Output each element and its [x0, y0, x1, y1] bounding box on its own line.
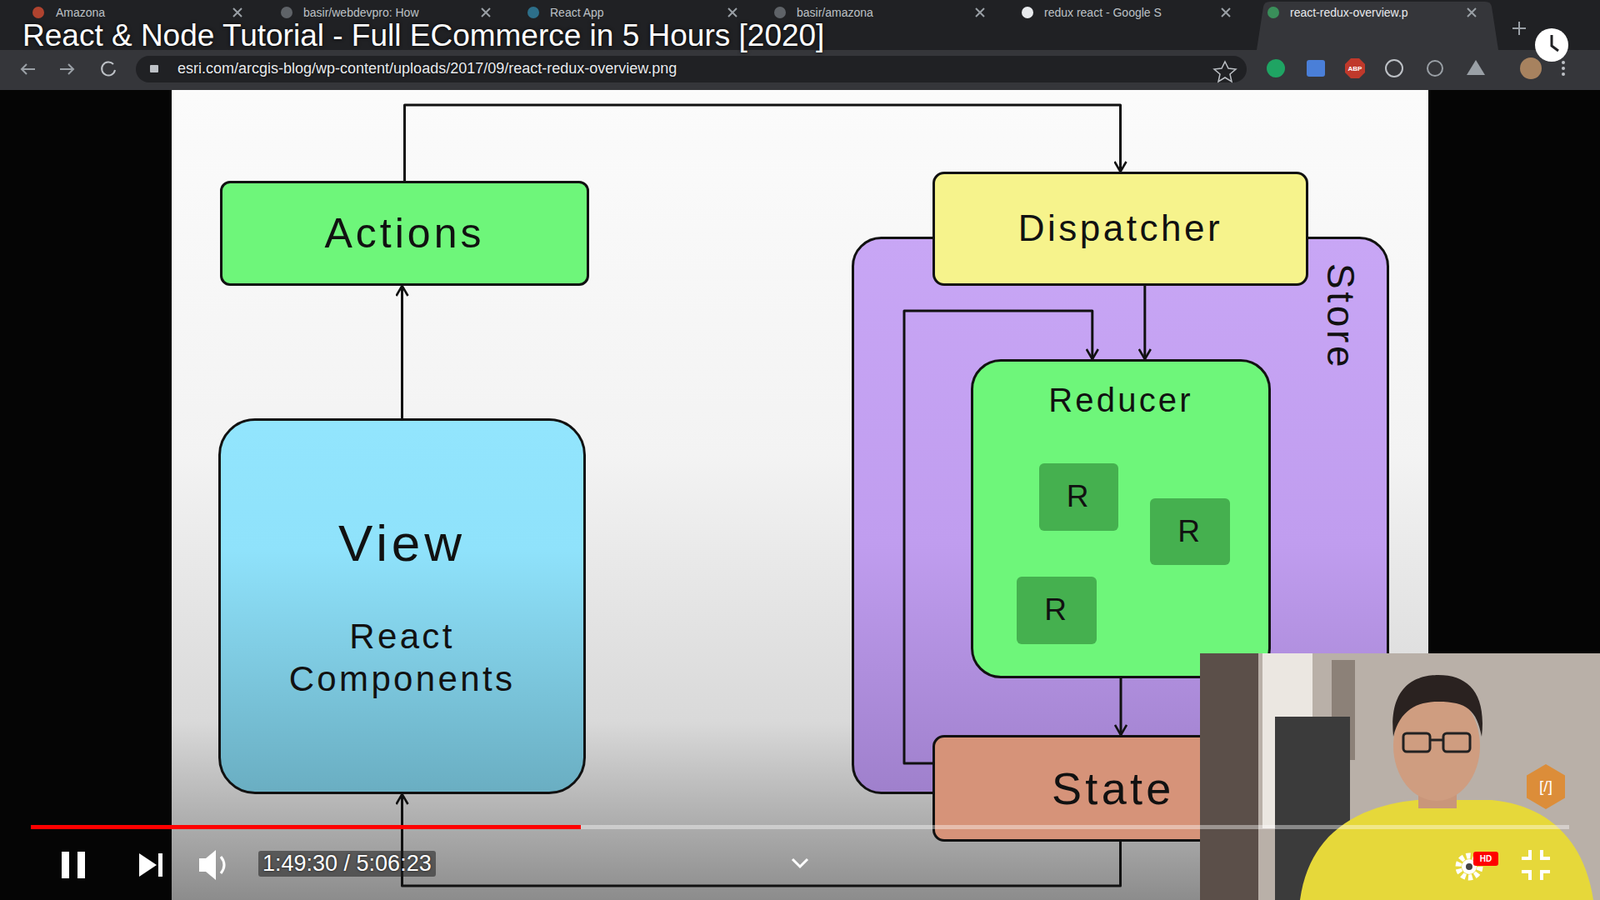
reducer-item: R: [1150, 498, 1230, 565]
browser-chrome: [1551, 35, 1559, 51]
browser-chrome: [21, 64, 35, 75]
flow-arrow: [1120, 678, 1123, 735]
player-controls: [77, 851, 85, 879]
browser-chrome: [32, 6, 45, 19]
tab-title: basir/amazona: [796, 5, 874, 20]
browser-chrome: [0, 50, 1600, 90]
webcam-feed: [1200, 653, 1259, 900]
browser-chrome: [60, 64, 74, 75]
webcam-feed: [1200, 653, 1600, 900]
player-controls: [158, 853, 163, 877]
flow-arrow: [400, 285, 404, 419]
player-controls: [1465, 863, 1473, 870]
browser-chrome: [233, 8, 242, 17]
webcam-feed: [1200, 653, 1600, 900]
browser-chrome: [101, 61, 115, 75]
browser-chrome: [1467, 8, 1476, 17]
browser-chrome: [150, 65, 159, 73]
player-controls: [30, 825, 581, 830]
action-box: Actions: [220, 180, 590, 286]
browser-chrome: [1214, 61, 1236, 82]
browser-chrome: [1561, 66, 1565, 70]
browser-chrome: [1021, 6, 1034, 19]
player-controls: [1473, 851, 1499, 866]
player-controls: [30, 764, 1570, 880]
browser-chrome: [481, 8, 490, 17]
reducer-box: ReducerR R R: [970, 359, 1271, 679]
browser-chrome: [32, 6, 1280, 19]
browser-chrome: [135, 55, 1247, 83]
flow-arrow: [1143, 285, 1146, 360]
reducer-item: R: [1016, 576, 1097, 645]
browser-chrome: [1267, 6, 1280, 19]
browser-chrome: [1266, 59, 1285, 78]
webcam-feed: [1430, 739, 1444, 742]
webcam-feed: [1403, 733, 1430, 752]
webcam-feed: [1300, 800, 1594, 900]
box-label: Dispatcher: [1018, 206, 1224, 251]
browser-chrome: [1512, 21, 1526, 35]
view-box: ViewReact Components: [218, 418, 586, 795]
browser-chrome: [1466, 60, 1485, 75]
image-panel: [171, 90, 1429, 900]
browser-chrome: [1385, 60, 1403, 77]
browser-chrome: [0, 0, 1600, 90]
player-controls: [1526, 764, 1565, 810]
channel-logo: [/]: [1539, 777, 1553, 796]
browser-chrome: [1221, 8, 1230, 17]
player-controls: [139, 853, 157, 877]
time-display: 1:49:30 / 5:06:23: [258, 850, 436, 877]
box-label: R: [1044, 591, 1070, 629]
tab-title: react-redux-overview.p: [1290, 5, 1409, 20]
box-label: R: [1177, 513, 1203, 550]
reducer-item: R: [1039, 463, 1119, 531]
browser-chrome: [1345, 58, 1365, 79]
browser-chrome: [280, 6, 293, 19]
tab-title: React App: [550, 5, 605, 20]
browser-chrome: [1427, 60, 1443, 76]
browser-chrome: [1520, 57, 1542, 80]
browser-chrome: [1561, 72, 1565, 76]
browser-chrome: [527, 6, 540, 19]
box-label: R: [1066, 478, 1092, 515]
box-heading: Reducer: [1048, 380, 1194, 420]
player-controls: [30, 825, 1570, 830]
quality-badge: HD: [1480, 854, 1492, 864]
tab-title: basir/webdevpro: How: [303, 5, 420, 20]
webcam-feed: [1392, 675, 1483, 737]
browser-chrome: [1256, 1, 1499, 50]
box-label: State: [1051, 761, 1175, 816]
tab-title: redux react - Google S: [1044, 5, 1162, 20]
tab-title: Amazona: [55, 5, 105, 20]
player-controls: [792, 859, 808, 867]
video-title: React & Node Tutorial - Full ECommerce i…: [22, 18, 825, 54]
player-controls: [1521, 850, 1550, 880]
browser-chrome: [1535, 28, 1569, 62]
region-title: Store: [1321, 263, 1360, 370]
browser-chrome: [975, 8, 985, 17]
player-controls: [220, 856, 225, 874]
box-label: View: [338, 512, 466, 575]
browser-chrome: [774, 6, 786, 19]
player-controls: [61, 851, 70, 879]
player-controls: [199, 850, 216, 880]
extension-badge: ABP: [1348, 65, 1363, 73]
browser-chrome: [1561, 60, 1565, 65]
browser-chrome: [728, 8, 737, 17]
dispatcher-box: Dispatcher: [932, 171, 1309, 286]
browser-chrome: [1306, 60, 1325, 77]
box-label: Actions: [325, 208, 485, 259]
box-subtitle: React Components: [265, 615, 540, 700]
address-url: esri.com/arcgis-blog/wp-content/uploads/…: [177, 60, 677, 78]
webcam-feed: [1443, 733, 1470, 752]
flow-arrow: [405, 105, 1121, 181]
